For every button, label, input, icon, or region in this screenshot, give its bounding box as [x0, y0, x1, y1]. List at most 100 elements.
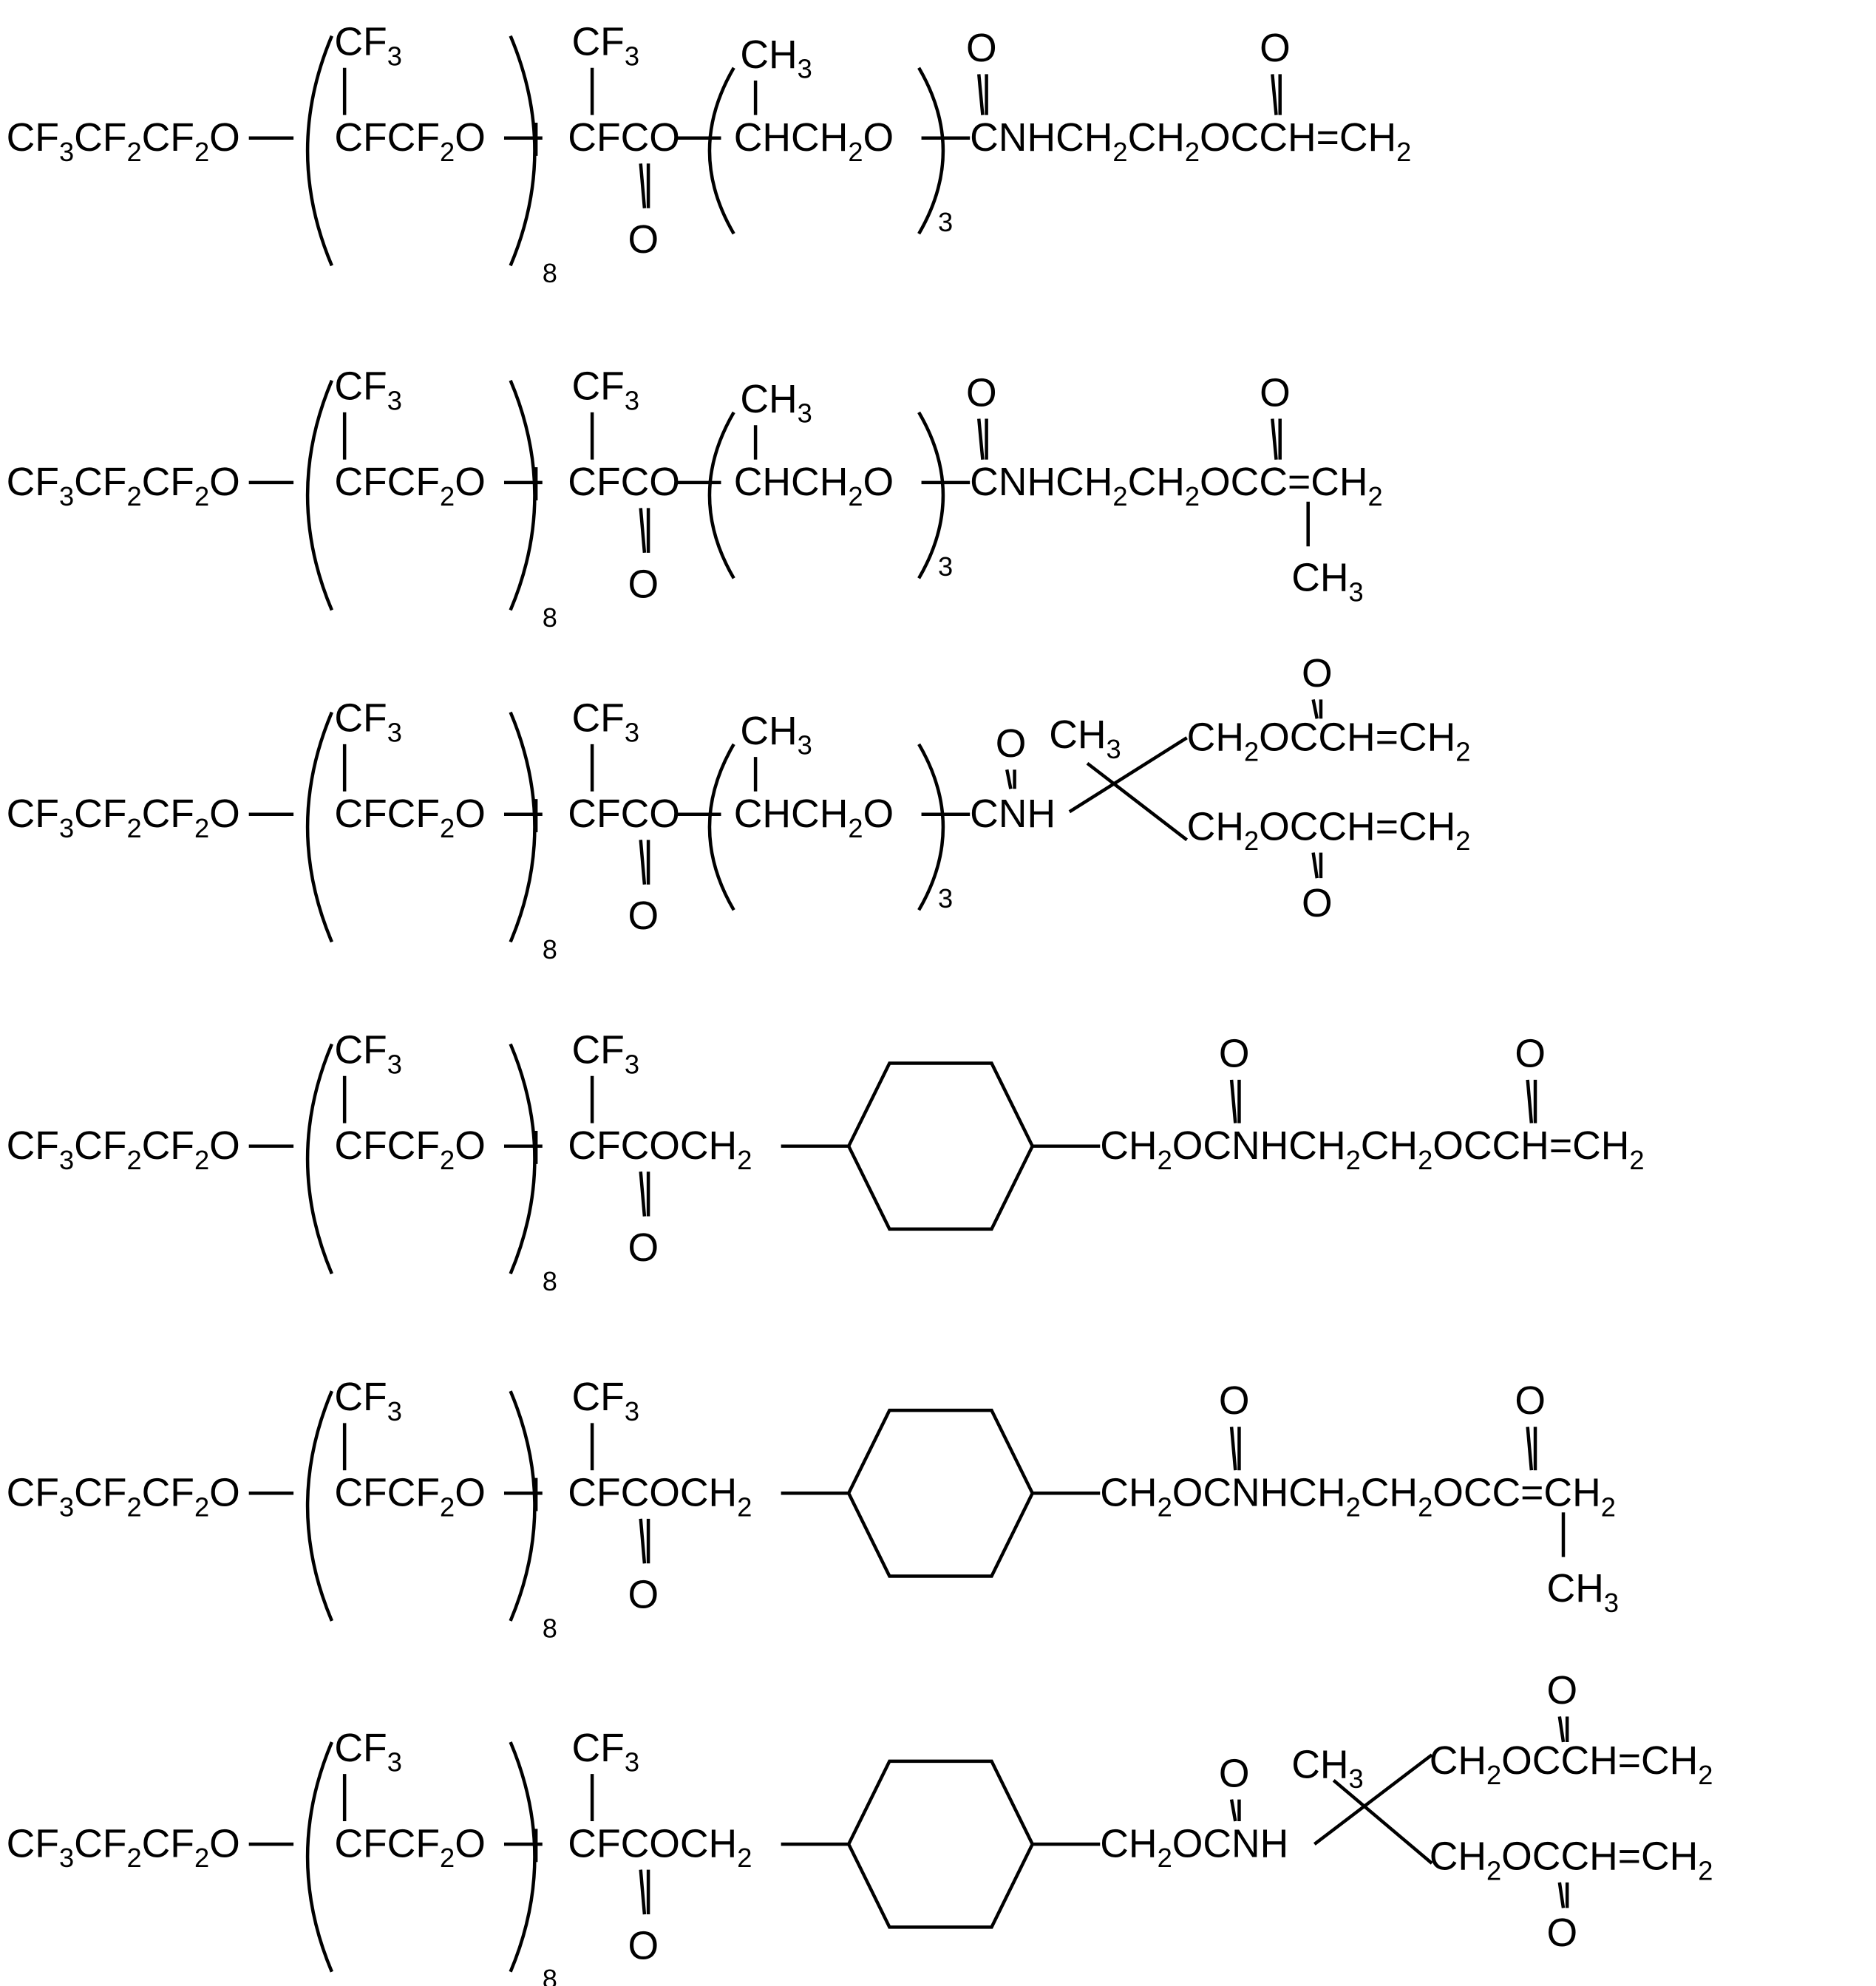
- double-bond: [977, 74, 985, 115]
- side-ch3: CH3​: [1547, 1567, 1619, 1618]
- repeat-unit: CFCF2​O: [334, 460, 486, 511]
- tail-group: CF3​CF2​CF2​O: [7, 116, 240, 167]
- open-paren: [707, 411, 735, 579]
- carbonyl-o: O: [1219, 1752, 1250, 1795]
- side-cf3: CF3​: [571, 365, 639, 416]
- side-ch3: CH3​: [1049, 713, 1121, 764]
- linker: CFCOCH2​: [568, 1124, 752, 1175]
- structure-4: CF3​CF2​CF2​OCF3​CFCF2​O8​CF3​CFCOCH2​OC…: [7, 1028, 1645, 1296]
- side-cf3: CF3​: [571, 21, 639, 72]
- double-bond: [1271, 74, 1278, 115]
- repeat-unit: CFCF2​O: [334, 116, 486, 167]
- side-ch3: CH3​: [1291, 1743, 1363, 1794]
- carbonyl-o: O: [966, 371, 997, 415]
- repeat-count: 8​: [543, 602, 557, 633]
- side-ch3: CH3​: [740, 33, 812, 84]
- double-bond: [1557, 1882, 1566, 1908]
- bond: [1068, 736, 1188, 814]
- tail-group: CF3​CF2​CF2​O: [7, 1472, 240, 1523]
- structure-3: CF3​CF2​CF2​OCF3​CFCF2​O8​CF3​CFCOOCH3​C…: [7, 652, 1471, 965]
- double-bond: [1229, 1426, 1237, 1471]
- repeat-count: 8​: [543, 258, 557, 288]
- oxypropylene-unit: CHCH2​O: [734, 460, 894, 511]
- structure-6: CF3​CF2​CF2​OCF3​CFCF2​O8​CF3​CFCOCH2​OC…: [7, 1669, 1713, 1986]
- double-bond: [639, 1171, 647, 1217]
- open-paren: [305, 379, 333, 611]
- double-bond: [1271, 418, 1278, 460]
- side-ch3: CH3​: [740, 378, 812, 429]
- tail-group: CF3​CF2​CF2​O: [7, 1124, 240, 1175]
- double-bond: [639, 1869, 647, 1915]
- open-paren: [707, 743, 735, 911]
- cyclohexane-ring: [846, 1759, 1035, 1929]
- close-paren: [509, 711, 537, 943]
- side-cf3: CF3​: [571, 1028, 639, 1079]
- close-paren: [509, 1741, 537, 1973]
- repeat-count: 8​: [543, 1613, 557, 1643]
- carbonyl-o: O: [1260, 371, 1291, 415]
- double-bond: [1005, 769, 1013, 789]
- carbonyl-o: O: [1260, 27, 1291, 70]
- double-bond: [1229, 1079, 1237, 1123]
- branch-lower: CH2​OCCH=CH2​: [1187, 805, 1471, 856]
- side-ch3: CH3​: [740, 710, 812, 761]
- branch-upper: CH2​OCCH=CH2​: [1430, 1739, 1713, 1790]
- carbonyl-o: O: [628, 1924, 659, 1968]
- side-cf3: CF3​: [334, 1727, 402, 1778]
- repeat-unit: CFCF2​O: [334, 1822, 486, 1873]
- double-bond: [1311, 852, 1319, 879]
- side-cf3: CF3​: [334, 21, 402, 72]
- close-paren: [509, 1390, 537, 1622]
- linker: CFCOCH2​: [568, 1472, 752, 1523]
- carbonyl-o: O: [1302, 652, 1333, 696]
- double-bond: [639, 163, 647, 208]
- linker: CFCOCH2​: [568, 1822, 752, 1873]
- oxypropylene-unit: CHCH2​O: [734, 116, 894, 167]
- cyclohexane-ring: [846, 1061, 1035, 1231]
- linker: CFCO: [568, 792, 680, 836]
- side-cf3: CF3​: [334, 1028, 402, 1079]
- double-bond: [1311, 698, 1319, 719]
- double-bond: [1229, 1799, 1237, 1822]
- double-bond: [639, 508, 647, 554]
- carbonyl-o: O: [966, 27, 997, 70]
- bond: [1313, 1753, 1433, 1846]
- side-cf3: CF3​: [334, 1375, 402, 1426]
- close-paren: [917, 411, 945, 579]
- repeat-count: 8​: [543, 1266, 557, 1296]
- close-paren: [917, 67, 945, 235]
- double-bond: [639, 1518, 647, 1564]
- repeat-unit: CFCF2​O: [334, 1472, 486, 1523]
- structure-2: CF3​CF2​CF2​OCF3​CFCF2​O8​CF3​CFCOOCH3​C…: [7, 365, 1383, 633]
- side-cf3: CF3​: [571, 1727, 639, 1778]
- close-paren: [509, 1043, 537, 1275]
- side-ch3: CH3​: [1291, 557, 1363, 608]
- head-group: CNHCH2​CH2​OCC=CH2​: [970, 460, 1383, 511]
- cyclohexane-ring: [846, 1408, 1035, 1578]
- carbonyl-o: O: [996, 722, 1027, 766]
- head-group: CNH: [970, 792, 1056, 836]
- side-cf3: CF3​: [571, 697, 639, 748]
- double-bond: [977, 418, 985, 460]
- side-cf3: CF3​: [571, 1375, 639, 1426]
- carbonyl-o: O: [1515, 1033, 1546, 1076]
- carbonyl-o: O: [1515, 1379, 1546, 1423]
- carbonyl-o: O: [628, 562, 659, 606]
- branch-upper: CH2​OCCH=CH2​: [1187, 715, 1471, 766]
- linker: CFCO: [568, 460, 680, 504]
- head-group: CH2​OCNH: [1100, 1822, 1288, 1873]
- tail-group: CF3​CF2​CF2​O: [7, 1822, 240, 1873]
- open-paren: [305, 1390, 333, 1622]
- bond: [1086, 761, 1189, 842]
- carbonyl-o: O: [1302, 882, 1333, 925]
- carbonyl-o: O: [1219, 1379, 1250, 1423]
- open-paren: [305, 35, 333, 267]
- side-cf3: CF3​: [334, 365, 402, 416]
- open-paren: [305, 1741, 333, 1973]
- repeat-unit: CFCF2​O: [334, 1124, 486, 1175]
- open-paren: [305, 711, 333, 943]
- open-paren: [305, 1043, 333, 1275]
- double-bond: [1557, 1716, 1566, 1743]
- branch-lower: CH2​OCCH=CH2​: [1430, 1835, 1713, 1886]
